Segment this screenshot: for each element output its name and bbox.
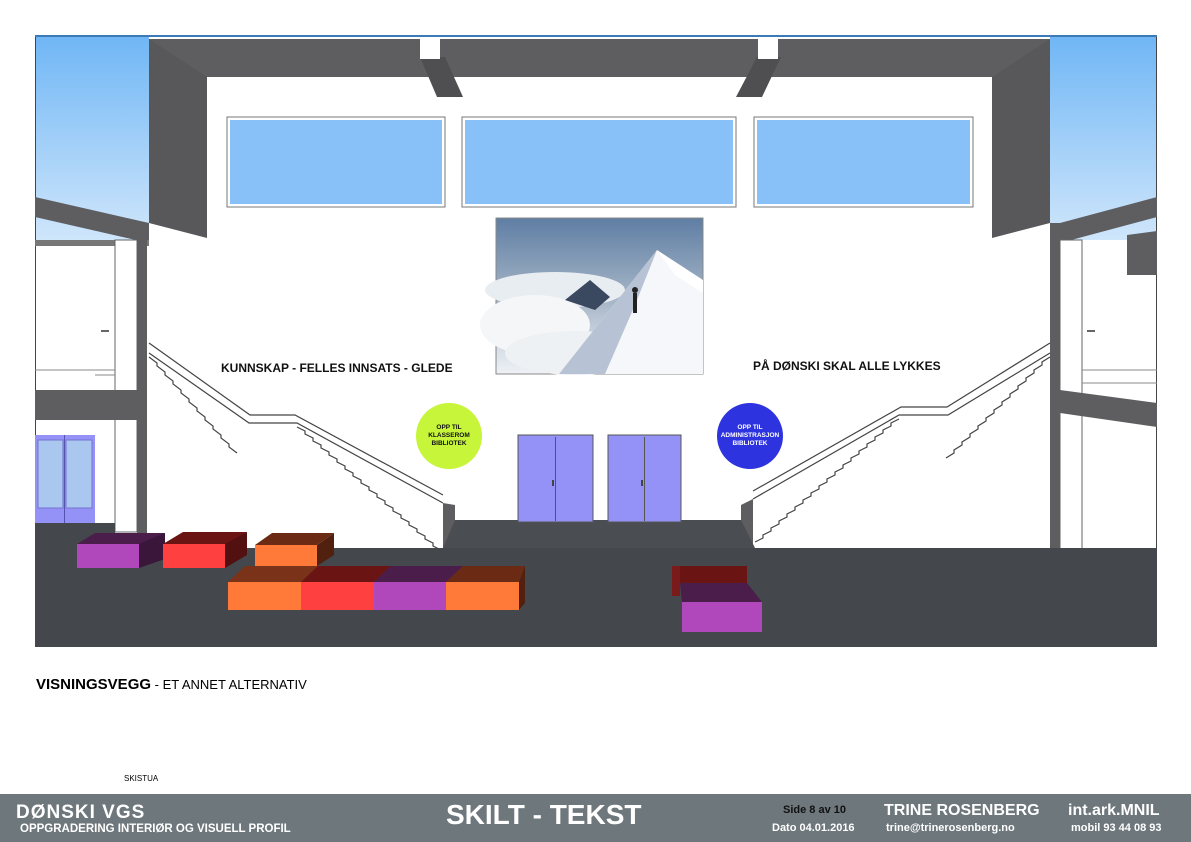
clerestory-windows [226, 116, 974, 208]
wall-slogan-right: PÅ DØNSKI SKAL ALLE LYKKES [753, 359, 941, 373]
project-name: OPPGRADERING INTERIØR OG VISUELL PROFIL [20, 823, 291, 835]
wall-slogan-left: KUNNSKAP - FELLES INNSATS - GLEDE [221, 361, 453, 375]
caption-subtitle: - ET ANNET ALTERNATIV [151, 677, 307, 692]
seating-blocks [77, 532, 762, 632]
sign-right-line1: OPP TIL [737, 424, 763, 431]
location-note: SKISTUA [124, 774, 159, 783]
drawing-caption: VISNINGSVEGG - ET ANNET ALTERNATIV [36, 676, 307, 693]
title-block: DØNSKI VGS OPPGRADERING INTERIØR OG VISU… [0, 794, 1191, 842]
stair-right [752, 342, 1051, 543]
designer-email: trine@trinerosenberg.no [886, 822, 1015, 834]
sign-classroom-library: OPP TIL KLASSEROM BIBLIOTEK [416, 403, 482, 469]
sign-left-line2: KLASSEROM [428, 432, 470, 439]
sign-right-line2: ADMINISTRASJON [720, 432, 780, 439]
sign-left-line3: BIBLIOTEK [431, 440, 467, 447]
mountain-photo [480, 217, 704, 375]
interior-rendering: KUNNSKAP - FELLES INNSATS - GLEDE PÅ DØN… [35, 35, 1157, 647]
sign-administration-library: OPP TIL ADMINISTRASJON BIBLIOTEK [717, 403, 783, 469]
date: Dato 04.01.2016 [772, 822, 855, 834]
designer-phone: mobil 93 44 08 93 [1071, 822, 1162, 834]
left-glass-doors [35, 435, 95, 523]
sign-right-line3: BIBLIOTEK [732, 440, 768, 447]
sign-left-line1: OPP TIL [436, 424, 462, 431]
stair-left [148, 342, 444, 551]
designer-title: int.ark.MNIL [1068, 802, 1160, 819]
center-doors [517, 434, 682, 523]
caption-title: VISNINGSVEGG [36, 676, 152, 693]
designer-name: TRINE ROSENBERG [884, 802, 1040, 819]
school-name: DØNSKI VGS [16, 802, 146, 823]
page-number: Side 8 av 10 [783, 804, 846, 816]
sheet-title: SKILT - TEKST [446, 799, 642, 830]
atrium-illustration [35, 35, 1157, 647]
